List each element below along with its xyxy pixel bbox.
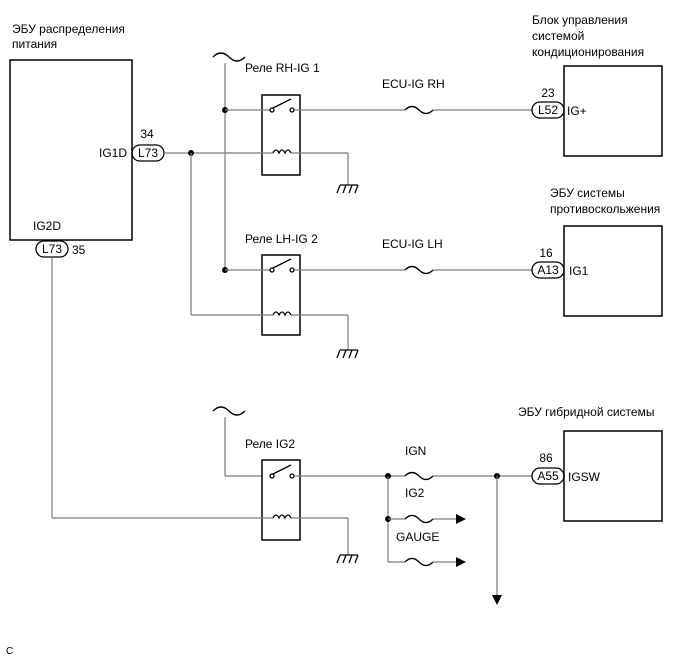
relay-rh-coil [272, 149, 292, 155]
relay-rh-switch-blade [272, 98, 292, 109]
ac-unit-terminal-ig-plus: IG+ [567, 104, 587, 118]
ac-unit-title-line3: кондиционирования [532, 45, 644, 59]
relay-lh-contact-left [269, 267, 275, 273]
ac-unit-title-line1: Блок управления [532, 13, 628, 27]
antitheft-ecu-title-line1: ЭБУ системы [550, 186, 625, 200]
antiskid-ecu-terminal-ig1: IG1 [569, 264, 589, 278]
connector-l52 [531, 101, 565, 119]
antitheft-ecu-title-line2: противоскольжения [550, 202, 660, 216]
relay-lh-coil [272, 311, 292, 317]
arrow-down-icon [492, 595, 502, 605]
power-source-symbol-bottom [212, 406, 246, 416]
relay-rh-box [261, 94, 301, 176]
figure-code: C [6, 646, 13, 657]
relay-ig2-coil [272, 514, 292, 520]
power-ecu-title-line1: ЭБУ распределения [12, 22, 125, 36]
relay-ig2-label: Реле IG2 [245, 437, 295, 451]
relay-rh-label: Реле RH-IG 1 [245, 61, 320, 75]
power-ecu-terminal-ig2d: IG2D [33, 219, 61, 233]
power-ecu-terminal-ig1d: IG1D [99, 146, 127, 160]
ground-symbol-ig2 [336, 554, 359, 564]
relay-lh-label: Реле LH-IG 2 [245, 232, 318, 246]
power-source-symbol-top [212, 52, 246, 62]
relay-ig2-switch-blade [272, 464, 292, 475]
connector-l73-bottom-code: L73 [42, 242, 62, 256]
relay-lh-box [261, 254, 301, 336]
connector-a55 [531, 467, 565, 485]
fuse-ecu-ig-rh-label: ECU-IG RH [382, 77, 445, 91]
relay-ig2-box [261, 459, 301, 541]
connector-a55-pin: 86 [539, 451, 553, 465]
connector-l52-code: L52 [538, 103, 558, 117]
connector-l73-top-code: L73 [138, 146, 158, 160]
ac-unit-title-line2: системой [532, 29, 584, 43]
ground-symbol-rh [336, 184, 359, 194]
fuse-ecu-ig-lh-label: ECU-IG LH [382, 237, 443, 251]
hybrid-ecu-terminal-igsw: IGSW [568, 470, 601, 484]
relay-ig2-contact-left [269, 473, 275, 479]
relay-lh-switch-blade [272, 258, 292, 269]
connector-l52-pin: 23 [541, 86, 555, 100]
fuse-ign-symbol [404, 471, 434, 481]
fuse-ecu-ig-rh-symbol [404, 105, 434, 115]
hybrid-ecu-title: ЭБУ гибридной системы [518, 405, 654, 419]
connector-a13-code: A13 [537, 263, 559, 277]
fuse-gauge-symbol [404, 557, 434, 567]
connector-a13 [531, 261, 565, 279]
connector-a55-code: A55 [537, 469, 559, 483]
fuse-gauge-label: GAUGE [396, 530, 439, 544]
connector-a13-pin: 16 [539, 246, 553, 260]
power-ecu-title-line2: питания [12, 37, 57, 51]
arrow-right-icon-gauge [456, 557, 466, 567]
fuse-ecu-ig-lh-symbol [404, 265, 434, 275]
fuse-ig2-symbol [404, 514, 434, 524]
fuse-ig2-label: IG2 [405, 486, 425, 500]
antiskid-ecu-box [563, 225, 663, 317]
connector-l73-bottom-pin: 35 [72, 243, 86, 257]
fuse-ign-label: IGN [405, 444, 426, 458]
hybrid-ecu-box [563, 430, 663, 522]
power-distribution-ecu-box [9, 59, 133, 241]
relay-rh-contact-left [269, 107, 275, 113]
connector-l73-top-pin: 34 [140, 127, 154, 141]
arrow-right-icon-ig2 [456, 514, 466, 524]
ground-symbol-lh [336, 349, 359, 359]
